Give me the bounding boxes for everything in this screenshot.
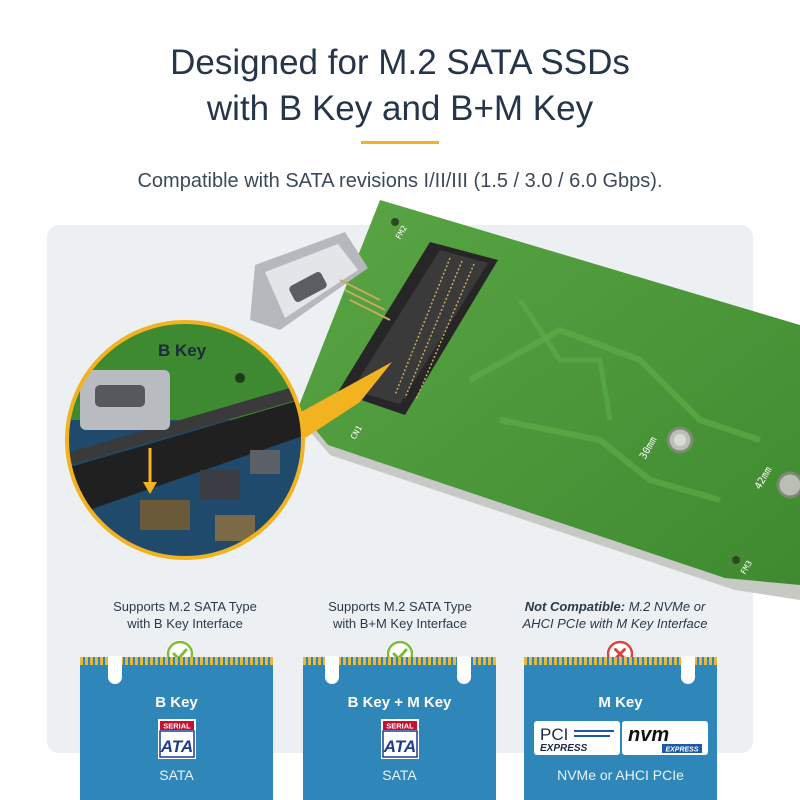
usb-connector xyxy=(250,232,391,330)
key-notch xyxy=(681,656,695,684)
callout-pointer xyxy=(290,362,392,440)
page-title: Designed for M.2 SATA SSDs with B Key an… xyxy=(0,40,800,132)
serial-ata-logo: SERIAL ATA xyxy=(158,719,196,759)
b-key-callout-label: B Key xyxy=(158,341,207,360)
title-line-2: with B Key and B+M Key xyxy=(206,89,594,128)
b-key-zoom-circle xyxy=(65,320,305,560)
title-line-1: Designed for M.2 SATA SSDs xyxy=(170,43,630,82)
svg-text:ATA: ATA xyxy=(160,737,193,756)
key-notch xyxy=(325,656,339,684)
title-accent-rule xyxy=(361,141,439,144)
svg-text:SERIAL: SERIAL xyxy=(386,722,414,731)
card-b-key: B Key SERIAL ATA SATA xyxy=(80,656,273,800)
card-bm-key: B Key + M Key SERIAL ATA SATA xyxy=(303,656,496,800)
nvm-express-logo: nvm EXPRESS xyxy=(622,721,708,755)
key-notch xyxy=(108,656,122,684)
caption-b-key: Supports M.2 SATA Type with B Key Interf… xyxy=(113,599,257,631)
caption-bm-key: Supports M.2 SATA Type with B+M Key Inte… xyxy=(328,599,472,631)
serial-ata-logo: SERIAL ATA xyxy=(381,719,419,759)
pci-express-logo: PCI EXPRESS xyxy=(534,721,620,755)
svg-text:PCI: PCI xyxy=(540,725,568,744)
subtitle: Compatible with SATA revisions I/II/III … xyxy=(137,170,663,192)
caption-m-key: Not Compatible: M.2 NVMe or AHCI PCIe wi… xyxy=(522,599,708,631)
svg-text:SERIAL: SERIAL xyxy=(163,722,191,731)
key-notch xyxy=(457,656,471,684)
svg-text:nvm: nvm xyxy=(628,724,669,746)
svg-text:EXPRESS: EXPRESS xyxy=(665,747,698,754)
card-m-key: M Key PCI EXPRESS nvm EXPRESS NVMe or AH… xyxy=(524,656,717,800)
svg-text:EXPRESS: EXPRESS xyxy=(540,743,588,754)
svg-text:ATA: ATA xyxy=(383,737,416,756)
